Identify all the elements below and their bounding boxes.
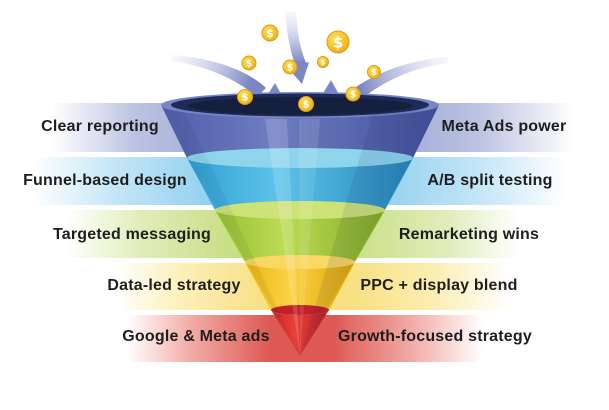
label-google-meta-ads: Google & Meta ads [122, 328, 270, 345]
coin-icon: $ [326, 30, 350, 54]
label-ppc-display-blend: PPC + display blend [360, 277, 518, 294]
label-targeted-messaging: Targeted messaging [52, 226, 212, 243]
label-growth-focused-strategy: Growth-focused strategy [338, 328, 532, 345]
funnel-rim-4 [271, 305, 329, 315]
svg-text:$: $ [333, 33, 343, 51]
coin-icon: $ [261, 24, 279, 42]
funnel-segment-1 [187, 158, 413, 217]
funnel-segment-3 [245, 262, 355, 315]
funnel-rim-3 [245, 255, 355, 269]
funnel-rim-1 [187, 148, 413, 168]
label-remarketing-wins: Remarketing wins [398, 226, 540, 243]
svg-text:$: $ [241, 93, 248, 104]
funnel-segment-2 [215, 210, 385, 268]
svg-text:$: $ [320, 58, 325, 67]
coin-icon: $ [317, 56, 329, 68]
label-clear-reporting: Clear reporting [41, 118, 159, 135]
coin-icon: $ [282, 59, 298, 75]
svg-text:$: $ [350, 89, 357, 100]
svg-text:$: $ [266, 27, 274, 40]
label-ab-split-testing: A/B split testing [427, 172, 553, 189]
coin-icon: $ [298, 96, 314, 112]
funnel-segment-4 [271, 310, 329, 356]
arrow-center-icon [285, 12, 308, 72]
coin-icon: $ [237, 89, 253, 105]
label-funnel-based-design: Funnel-based design [23, 172, 187, 189]
svg-text:$: $ [287, 62, 294, 73]
label-data-led-strategy: Data-led strategy [107, 277, 241, 294]
svg-text:$: $ [371, 68, 377, 78]
arrow-left-icon [171, 55, 266, 97]
coin-icon: $ [345, 86, 361, 102]
svg-text:$: $ [246, 58, 253, 69]
arrow-right-icon [356, 57, 449, 97]
coins: $ $ $ $ $ $ $ $ $ [237, 24, 381, 112]
coin-icon: $ [241, 55, 257, 71]
funnel-rim-2 [215, 201, 385, 219]
svg-text:$: $ [302, 100, 309, 111]
funnel [161, 92, 439, 356]
label-meta-ads-power: Meta Ads power [441, 118, 567, 135]
money-arrows [171, 12, 449, 103]
coin-icon: $ [367, 65, 381, 79]
